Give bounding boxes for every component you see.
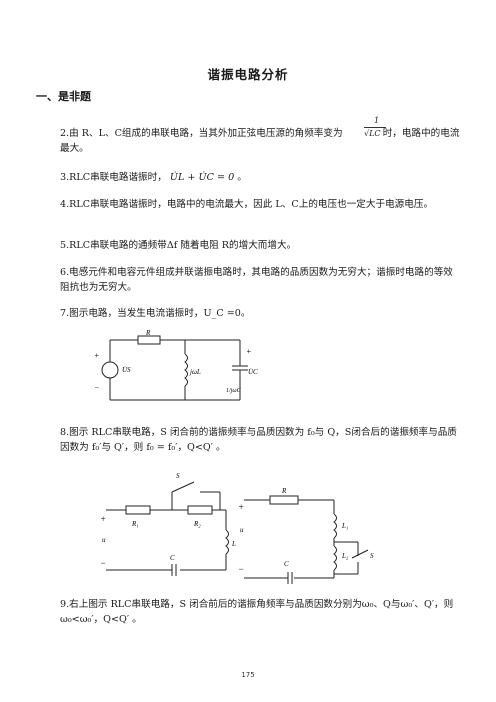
inductor-l2 — [333, 545, 337, 571]
label-plus: + — [94, 351, 99, 360]
label-minus: − — [238, 564, 244, 574]
inductor-l — [225, 529, 229, 555]
label-r: R — [281, 488, 287, 495]
label-l1: L₁ — [341, 522, 348, 530]
question-2: 2.由 R、L、C组成的串联电路，当其外加正弦电压源的角频率变为 时，电路中的电… — [60, 126, 460, 156]
inductor-l1 — [333, 513, 337, 539]
resistor-r1 — [125, 505, 151, 515]
question-3-formula: U̇L + U̇C = 0 — [169, 172, 235, 183]
label-jwc: 1/jωC — [226, 388, 242, 394]
page-number: 175 — [241, 671, 255, 679]
label-r: R — [145, 330, 151, 337]
label-u: u — [102, 536, 106, 544]
question-3-text: 3.RLC串联电路谐振时， — [60, 172, 167, 183]
switch-s — [171, 481, 195, 493]
resistor-r — [137, 335, 161, 345]
label-us: U̇S — [122, 366, 131, 374]
question-8: 8.图示 RLC串联电路，S 闭合前的谐振频率与品质因数为 f₀与 Q，S闭合后… — [60, 427, 457, 453]
label-s: S — [370, 552, 374, 560]
question-4: 4.RLC串联电路谐振时，电路中的电流最大，因此 L、C上的电压也一定大于电源电… — [60, 199, 434, 210]
label-s: S — [176, 472, 180, 480]
label-u: u — [240, 526, 244, 534]
label-c: C — [284, 560, 289, 568]
circuit-figure-7: R + U̇S − jωL + U̇C 1/jωC — [94, 330, 258, 401]
label-c: C — [170, 554, 175, 562]
label-plus: + — [100, 514, 106, 524]
formula-numerator: 1 — [374, 116, 380, 125]
label-minus: − — [94, 383, 99, 392]
question-3: 3.RLC串联电路谐振时， U̇L + U̇C = 0 。 — [60, 170, 460, 185]
label-uc-plus: + — [246, 347, 251, 356]
section-heading: 一、是非题 — [36, 90, 91, 103]
label-r1: R₁ — [131, 520, 139, 528]
fraction-bar — [364, 127, 386, 128]
resistor-r — [269, 495, 299, 505]
question-2-after: 时，电路中的电流最大。 — [60, 128, 460, 154]
label-l2: L₂ — [341, 552, 349, 560]
label-jwl: jωL — [189, 368, 201, 376]
label-minus: − — [100, 558, 106, 568]
question-3-after: 。 — [237, 172, 247, 183]
label-l: L — [231, 540, 236, 548]
label-plus: + — [238, 502, 244, 512]
circuit-figure-8a: S R₁ R₂ L C + u − — [100, 472, 236, 576]
question-2-text: 2.由 R、L、C组成的串联电路，当其外加正弦电压源的角频率变为 — [60, 128, 343, 139]
resistor-r2 — [187, 505, 213, 515]
question-7: 7.图示电路，当发生电流谐振时，U_C =0。 — [60, 308, 251, 319]
voltage-source — [101, 361, 119, 379]
label-r2: R₂ — [193, 520, 201, 528]
switch-s — [351, 549, 369, 559]
page-title: 谐振电路分析 — [207, 67, 289, 82]
inductor-l — [184, 353, 188, 387]
circuit-figure-8b: R L₁ L₂ S C + u − — [238, 488, 374, 584]
question-5: 5.RLC串联电路的通频带Δf 随着电阻 R的增大而增大。 — [60, 240, 297, 251]
formula-denominator: √LC — [364, 129, 381, 138]
question-6: 6.电感元件和电容元件组成并联谐振电路时，其电路的品质因数为无穷大；谐振时电路的… — [60, 267, 453, 293]
label-uc: U̇C — [248, 368, 258, 376]
question-9: 9.右上图示 RLC串联电路，S 闭合前后的谐振角频率与品质因数分别为ω₀、Q与… — [60, 599, 454, 625]
